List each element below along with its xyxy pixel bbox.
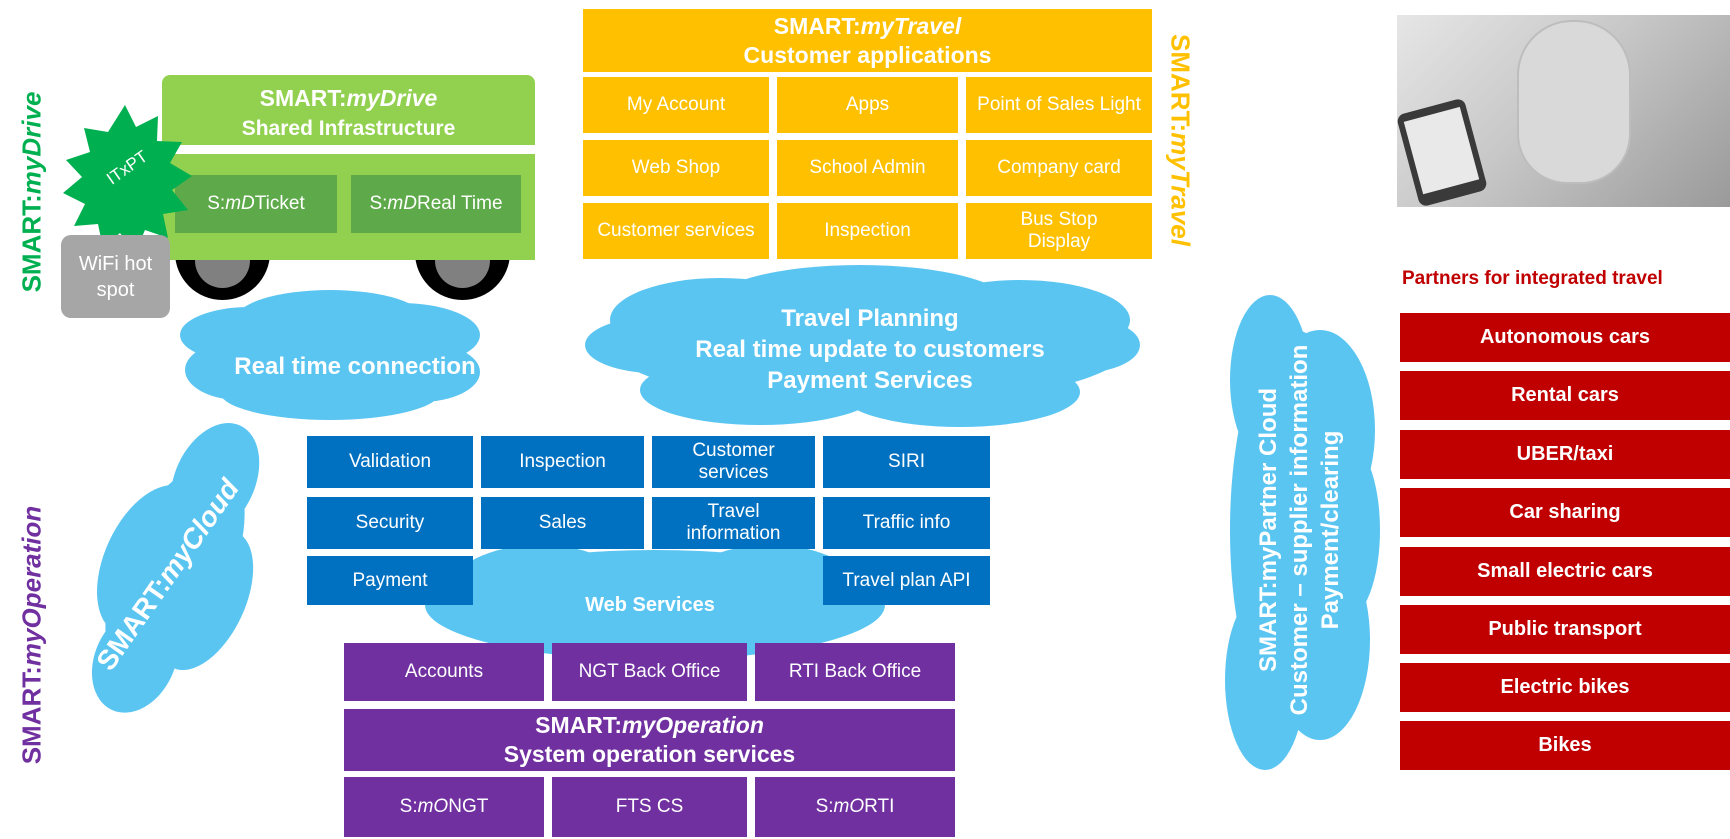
photo-face-shape [1517,20,1631,184]
partner-cloud-line-1: SMART:myPartner Cloud [1255,387,1283,673]
partners-title: Partners for integrated travel [1402,268,1663,289]
customer-photo [1395,15,1730,208]
travel-planning-line-1: Travel Planning [781,305,959,332]
partner-cloud-line-3: Payment/clearing [1317,430,1345,630]
my-drive-real-time: S:mD Real Time [351,175,521,233]
partner-cloud-line-2: Customer – supplier information [1286,344,1314,716]
app-school-admin: School Admin [777,140,958,196]
travel-planning-line-2: Real time update to customers [695,336,1045,364]
real-time-connection-cloud [180,290,480,420]
app-point-of-sales-light: Point of Sales Light [966,77,1152,133]
app-my-account: My Account [583,77,769,133]
app-inspection: Inspection [777,203,958,259]
my-drive-divider [162,145,535,154]
operation-accounts: Accounts [344,643,544,701]
service-customer-services: Customer services [652,436,815,488]
service-inspection: Inspection [481,436,644,488]
my-drive-title: SMART:myDrive Shared Infrastructure [241,85,456,140]
partner-bikes: Bikes [1400,721,1730,770]
service-siri: SIRI [823,436,990,488]
real-time-connection-label: Real time connection [234,353,476,380]
my-travel-side-label: SMART:myTravel [1165,34,1196,246]
operation-smo-rti: S:mO RTI [755,777,955,837]
service-travel-plan-api: Travel plan API [823,556,990,605]
my-cloud-cloud [91,423,260,713]
my-operation-side-label: SMART:myOperation [16,505,47,765]
my-operation-title: SMART:myOperation System operation servi… [503,712,796,767]
partner-cloud [1225,295,1380,770]
travel-planning-cloud [585,265,1140,427]
service-travel-information: Travel information [652,497,815,549]
phone-icon [1395,97,1489,208]
web-services-cloud [425,545,885,660]
app-bus-stop-display: Bus Stop Display [966,203,1152,259]
travel-planning-label: Travel Planning Real time update to cust… [640,303,1100,397]
operation-fts-cs: FTS CS [552,777,747,837]
wifi-hot-spot: WiFi hot spot [61,235,170,318]
my-drive-side-label: SMART:myDrive [16,91,47,293]
service-validation: Validation [307,436,473,488]
app-company-card: Company card [966,140,1152,196]
my-travel-title: SMART:myTravel Customer applications [743,13,992,68]
partner-electric-bikes: Electric bikes [1400,663,1730,712]
partner-car-sharing: Car sharing [1400,488,1730,537]
my-operation-title-panel [344,709,955,771]
app-web-shop: Web Shop [583,140,769,196]
app-customer-services: Customer services [583,203,769,259]
service-traffic-info: Traffic info [823,497,990,549]
partner-rental-cars: Rental cars [1400,371,1730,420]
partner-small-electric-cars: Small electric cars [1400,547,1730,596]
operation-ngt-back-office: NGT Back Office [552,643,747,701]
service-sales: Sales [481,497,644,549]
web-services-label: Web Services [585,594,715,616]
service-security: Security [307,497,473,549]
operation-rti-back-office: RTI Back Office [755,643,955,701]
partner-cloud-label: SMART:myPartner Cloud Customer – supplie… [1253,345,1347,716]
partner-public-transport: Public transport [1400,605,1730,654]
travel-planning-line-3: Payment Services [767,367,973,395]
service-payment: Payment [307,556,473,605]
partner-uber-taxi: UBER/taxi [1400,430,1730,479]
partner-autonomous-cars: Autonomous cars [1400,313,1730,362]
my-travel-panel [583,9,1152,72]
operation-smo-ngt: S:mO NGT [344,777,544,837]
app-apps: Apps [777,77,958,133]
my-drive-ticket: S:mD Ticket [175,175,337,233]
